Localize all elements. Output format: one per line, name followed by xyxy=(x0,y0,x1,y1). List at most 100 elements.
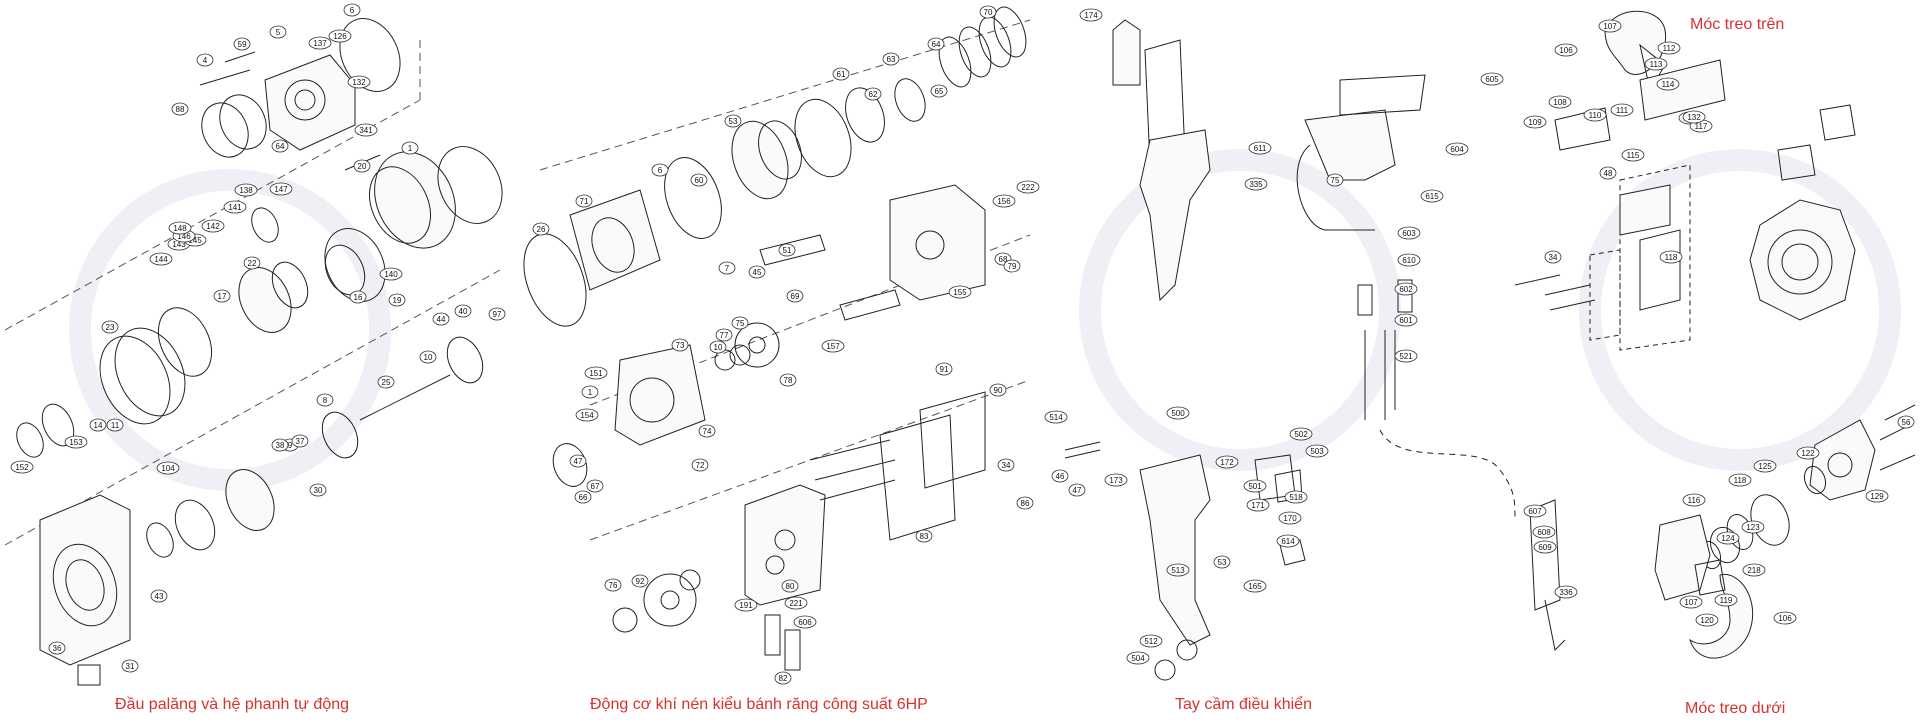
part-callout: 111 xyxy=(1610,103,1634,117)
part-callout: 91 xyxy=(935,362,953,376)
caption-air-motor: Động cơ khí nén kiểu bánh răng công suất… xyxy=(590,696,928,713)
part-number: 124 xyxy=(1721,534,1735,543)
part-number: 66 xyxy=(579,493,588,502)
part-callout: 61 xyxy=(832,67,850,81)
part-number: 90 xyxy=(994,386,1003,395)
part-number: 60 xyxy=(695,176,704,185)
callout-bubble xyxy=(89,418,107,432)
part-number: 67 xyxy=(591,482,600,491)
part-number: 107 xyxy=(1684,598,1698,607)
callout-bubble xyxy=(1659,250,1683,264)
part-number: 97 xyxy=(493,310,502,319)
part-callout: 614 xyxy=(1276,534,1300,548)
part-number: 171 xyxy=(1251,501,1265,510)
part-callout: 521 xyxy=(1394,349,1418,363)
part-callout: 40 xyxy=(454,304,472,318)
part-callout: 174 xyxy=(1079,8,1103,22)
callout-bubble xyxy=(1243,579,1267,593)
part-callout: 112 xyxy=(1657,41,1681,55)
part-callout: 37 xyxy=(291,434,309,448)
callout-bubble xyxy=(291,434,309,448)
caption-top-hook: Móc treo trên xyxy=(1690,16,1785,33)
part-callout: 126 xyxy=(328,29,352,43)
part-callout: 38 xyxy=(271,438,289,452)
callout-bubble xyxy=(915,529,933,543)
part-number: 144 xyxy=(154,255,168,264)
part-callout: 165 xyxy=(1243,579,1267,593)
part-number: 10 xyxy=(424,353,433,362)
callout-bubble xyxy=(168,221,192,235)
callout-bubble xyxy=(1599,166,1617,180)
part-callout: 66 xyxy=(574,490,592,504)
callout-bubble xyxy=(1305,444,1329,458)
caption-hoist-head: Đầu palăng và hệ phanh tự động xyxy=(115,696,350,713)
part-callout: 110 xyxy=(1583,108,1607,122)
part-callout: 611 xyxy=(1248,141,1272,155)
part-number: 152 xyxy=(15,463,29,472)
part-number: 36 xyxy=(53,644,62,653)
part-number: 609 xyxy=(1538,543,1552,552)
part-callout: 157 xyxy=(821,339,845,353)
part-number: 72 xyxy=(696,461,705,470)
part-callout: 79 xyxy=(1003,259,1021,273)
callout-bubble xyxy=(379,267,403,281)
callout-bubble xyxy=(353,159,371,173)
part-callout: 140 xyxy=(379,267,403,281)
callout-bubble xyxy=(432,312,450,326)
callout-bubble xyxy=(1753,459,1777,473)
callout-bubble xyxy=(927,37,945,51)
part-callout: 83 xyxy=(915,529,933,543)
caption-control-handle: Tay cầm điều khiển xyxy=(1175,696,1312,713)
callout-bubble xyxy=(1166,406,1190,420)
part-number: 610 xyxy=(1402,256,1416,265)
part-number: 109 xyxy=(1528,118,1542,127)
part-number: 34 xyxy=(1549,253,1558,262)
callout-bubble xyxy=(948,285,972,299)
part-callout: 503 xyxy=(1305,444,1329,458)
callout-bubble xyxy=(581,385,599,399)
part-number: 11 xyxy=(111,421,120,430)
callout-bubble xyxy=(419,350,437,364)
part-callout: 64 xyxy=(927,37,945,51)
part-number: 46 xyxy=(1056,472,1065,481)
callout-bubble xyxy=(1044,410,1068,424)
part-number: 118 xyxy=(1665,253,1678,262)
part-callout: 106 xyxy=(1554,43,1578,57)
part-number: 106 xyxy=(1778,614,1792,623)
part-number: 221 xyxy=(789,599,803,608)
callout-bubble xyxy=(1532,525,1556,539)
part-callout: 92 xyxy=(631,574,649,588)
callout-bubble xyxy=(569,454,587,468)
callout-bubble xyxy=(1742,563,1766,577)
callout-bubble xyxy=(1682,493,1706,507)
part-number: 608 xyxy=(1537,528,1551,537)
callout-bubble xyxy=(1016,180,1040,194)
part-callout: 16 xyxy=(349,290,367,304)
part-callout: 1 xyxy=(401,141,419,155)
part-callout: 108 xyxy=(1548,95,1572,109)
part-number: 68 xyxy=(999,255,1008,264)
part-number: 119 xyxy=(1720,596,1733,605)
part-callout: 5 xyxy=(269,25,287,39)
callout-bubble xyxy=(1016,496,1034,510)
callout-bubble xyxy=(734,598,758,612)
part-number: 53 xyxy=(1218,558,1227,567)
part-number: 9 xyxy=(288,441,293,450)
callout-bubble xyxy=(388,293,406,307)
callout-bubble xyxy=(149,252,173,266)
part-number: 140 xyxy=(384,270,398,279)
callout-bubble xyxy=(1583,108,1607,122)
part-number: 120 xyxy=(1700,616,1714,625)
part-callout: 221 xyxy=(784,596,808,610)
part-number: 607 xyxy=(1528,507,1542,516)
callout-bubble xyxy=(308,36,332,50)
callout-bubble xyxy=(101,320,119,334)
part-callout: 23 xyxy=(101,320,119,334)
part-callout: 48 xyxy=(1599,166,1617,180)
part-number: 7 xyxy=(725,264,730,273)
callout-bubble xyxy=(1796,446,1820,460)
part-number: 111 xyxy=(1616,106,1629,115)
part-callout: 512 xyxy=(1139,634,1163,648)
part-callout: 148 xyxy=(168,221,192,235)
